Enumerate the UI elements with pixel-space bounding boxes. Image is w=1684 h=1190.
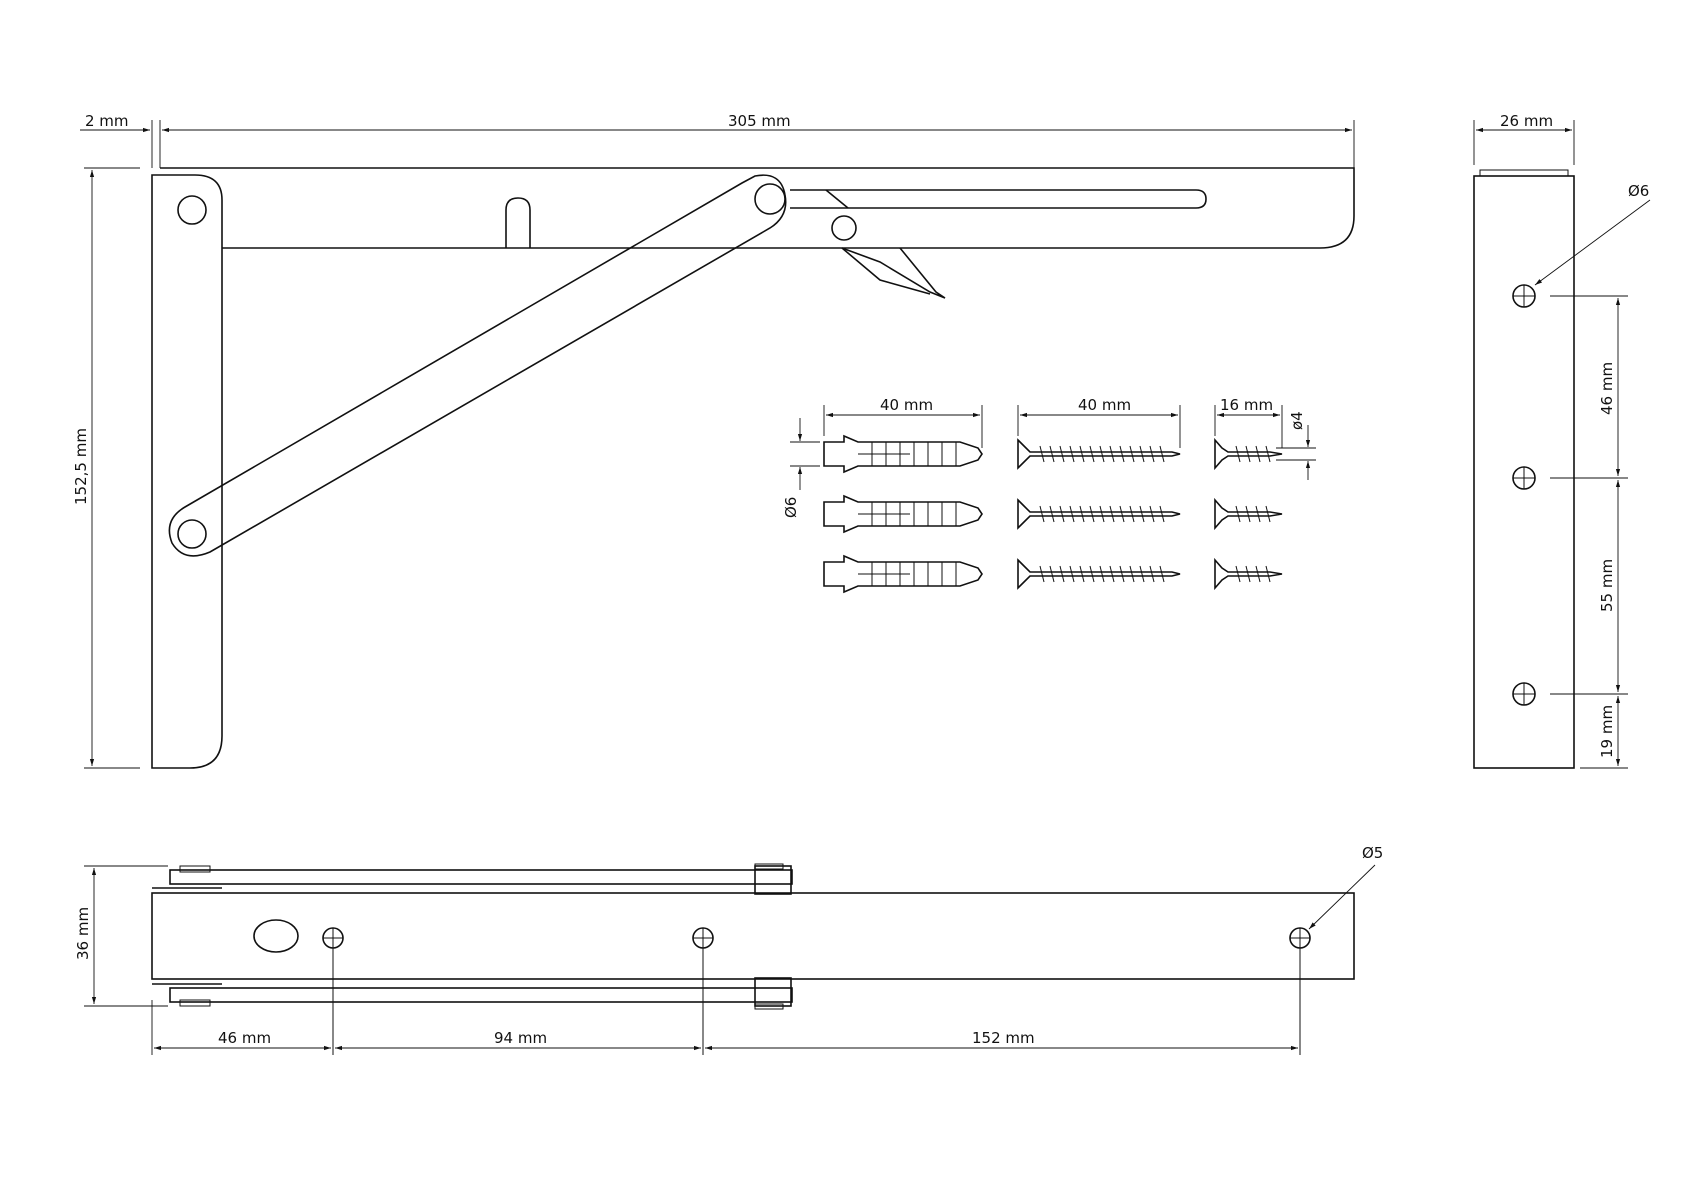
dim-length-label: 305 mm — [728, 112, 791, 130]
dim-spacing-2: 94 mm — [494, 1029, 547, 1047]
short-screw-length-label: 16 mm — [1220, 396, 1273, 414]
short-screw — [1214, 559, 1283, 589]
wall-anchor — [823, 555, 983, 593]
bracket-top-view: Ø5 36 mm 46 mm 94 mm 152 mm — [74, 844, 1383, 1055]
dim-edge-spacing-middle: 55 mm — [1598, 559, 1616, 612]
wall-anchor — [823, 495, 983, 533]
dim-edge-width-label: 26 mm — [1500, 112, 1553, 130]
anchor-length-label: 40 mm — [880, 396, 933, 414]
short-screw — [1214, 499, 1283, 529]
diagonal-strut — [168, 174, 787, 557]
strut-bottom-edge — [169, 987, 793, 1003]
dim-depth-label: 36 mm — [74, 907, 92, 960]
long-screw-length-label: 40 mm — [1078, 396, 1131, 414]
long-screw — [1017, 559, 1181, 589]
top-plate — [151, 892, 1355, 980]
pivot-hole-top — [177, 195, 207, 225]
wall-anchor — [823, 434, 983, 474]
edge-hole-3 — [1512, 682, 1536, 706]
top-hole-diameter-label: Ø5 — [1362, 844, 1383, 862]
arm-slot — [790, 189, 1207, 209]
dim-spacing-3: 152 mm — [972, 1029, 1035, 1047]
strut-pivot-top — [754, 183, 786, 215]
edge-hole-diameter-label: Ø6 — [1628, 182, 1649, 200]
edge-hole-1 — [1512, 284, 1536, 308]
dim-edge-spacing-top: 46 mm — [1598, 362, 1616, 415]
release-lever — [825, 189, 946, 299]
bracket-edge-view: 26 mm Ø6 46 mm 55 mm 19 mm — [1473, 112, 1651, 769]
dim-thickness-label: 2 mm — [85, 112, 129, 130]
anchor-diameter-label: Ø6 — [782, 497, 800, 518]
top-hole-1 — [322, 927, 344, 1055]
dim-height-label: 152,5 mm — [72, 428, 90, 505]
dim-spacing-1: 46 mm — [218, 1029, 271, 1047]
top-hole-3 — [1289, 927, 1311, 1055]
strut-top-edge — [169, 869, 793, 885]
strut-pivot-bottom — [177, 519, 207, 549]
vertical-leg — [151, 174, 223, 769]
horizontal-arm — [160, 167, 1355, 249]
long-screw — [1017, 499, 1181, 529]
bracket-side-view: 2 mm 305 mm 152,5 mm — [72, 112, 1355, 769]
short-screw — [1214, 437, 1283, 471]
top-slot-hole — [253, 919, 299, 953]
arm-notch — [505, 197, 531, 248]
edge-hole-2 — [1512, 466, 1536, 490]
long-screw — [1017, 438, 1181, 470]
dim-edge-spacing-bottom: 19 mm — [1598, 705, 1616, 758]
short-screw-diameter-label: ø4 — [1288, 411, 1306, 430]
lever-pin — [831, 215, 857, 241]
top-hole-2 — [692, 927, 714, 1055]
hardware-set: 40 mm 40 mm 16 mm ø4 Ø6 — [782, 396, 1316, 593]
